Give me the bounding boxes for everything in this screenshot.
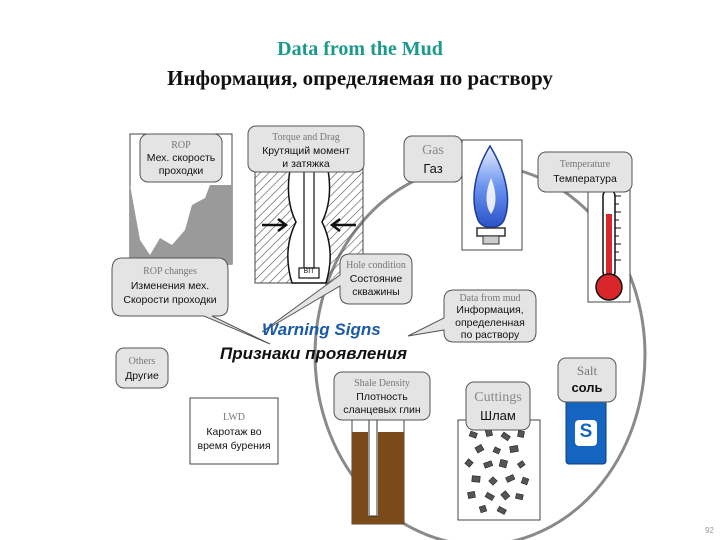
data-from-mud-label-ru-3: по раствору (460, 329, 520, 341)
rop-label-ru-2: проходки (158, 165, 204, 177)
lwd-label-en: LWD (222, 412, 246, 423)
rop-changes-callout (111, 257, 271, 345)
bit-label: BIT (303, 268, 315, 275)
gas-flame-icon (461, 139, 523, 251)
shale-density-label-ru-1: Плотность (356, 391, 408, 403)
salt-label-box (557, 357, 617, 403)
temperature-label-box (537, 151, 633, 193)
rop-changes-label-ru-1: Изменения мех. (130, 280, 210, 292)
lwd-label-ru-2: время бурения (197, 440, 271, 452)
data-from-mud-label-ru-2: определенная (455, 317, 525, 329)
warning-signs-en: Warning Signs (262, 320, 381, 339)
gas-label-box (403, 135, 463, 183)
salt-label-ru: соль (571, 380, 603, 395)
others-label-en: Others (128, 356, 156, 367)
temperature-label-en: Temperature (559, 159, 611, 170)
torque-label-en: Torque and Drag (272, 132, 340, 143)
rop-label-box (139, 133, 223, 183)
shale-density-icon (351, 399, 405, 525)
shale-density-label-ru-2: сланцевых глин (343, 404, 421, 416)
shale-density-label-box (333, 371, 431, 421)
rop-changes-label-en: ROP changes (143, 266, 197, 277)
cuttings-icon (457, 419, 541, 521)
data-from-mud-label-ru-1: Информация, (456, 304, 524, 316)
hole-condition-label-en: Hole condition (346, 260, 406, 271)
title-english: Data from the Mud (277, 38, 443, 60)
data-from-mud-label-en: Data from mud (459, 293, 521, 304)
title-russian: Информация, определяемая по раствору (167, 66, 553, 90)
cuttings-label-ru: Шлам (480, 408, 516, 423)
thermometer-icon (587, 179, 631, 303)
salt-label-en: Salt (576, 363, 598, 378)
rop-changes-label-ru-2: Скорости проходки (123, 294, 217, 306)
lwd-label-box (189, 397, 279, 465)
hole-condition-label-ru-2: скважины (352, 286, 400, 298)
gas-label-ru: Газ (423, 161, 443, 176)
warning-signs-ru: Признаки проявления (220, 344, 408, 363)
salt-can-letter: S (579, 421, 593, 442)
gas-label-en: Gas (422, 143, 444, 158)
temperature-label-ru: Температура (553, 173, 617, 185)
page-number: 92 (705, 526, 714, 535)
torque-label-ru-2: и затяжка (282, 158, 330, 170)
cuttings-label-box (465, 381, 531, 431)
lwd-label-ru-1: Каротаж во (206, 426, 262, 438)
torque-label-box (247, 125, 365, 173)
rop-label-ru-1: Мех. скорость (146, 152, 216, 164)
others-label-ru: Другие (125, 370, 159, 382)
data-from-mud-callout (407, 289, 537, 343)
cuttings-label-en: Cuttings (474, 390, 522, 405)
hole-condition-callout (261, 253, 413, 333)
others-label-box (115, 347, 169, 389)
rop-label-en: ROP (171, 140, 191, 151)
hole-condition-label-ru-1: Состояние (349, 273, 403, 285)
torque-label-ru-1: Крутящий момент (262, 145, 350, 157)
shale-density-label-en: Shale Density (354, 378, 410, 389)
